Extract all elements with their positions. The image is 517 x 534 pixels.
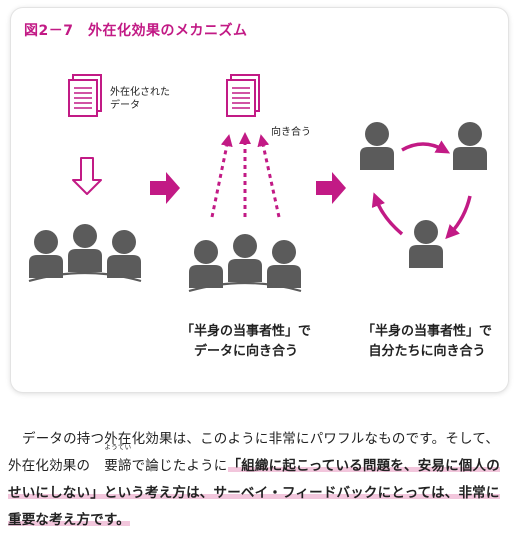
ruby-base: 要諦: [104, 458, 132, 474]
document-icon: [226, 74, 260, 117]
cycle-arrow-icon: [371, 140, 472, 240]
mechanism-diagram: [0, 74, 487, 400]
figure-card: [11, 8, 508, 392]
person-icon: [409, 220, 443, 268]
caption-right: 「半身の当事者性」で 自分たちに向き合う: [361, 324, 492, 359]
dotted-up-arrow-icon: [257, 134, 281, 218]
right-arrow-icon: [150, 172, 180, 204]
body-paragraph: データの持つ外在化効果は、このように非常にパワフルなものです。そして、外在化効果…: [8, 426, 510, 534]
person-icon: [453, 122, 487, 170]
person-group-middle: [189, 234, 301, 291]
document-label: 外在化された データ: [110, 87, 170, 111]
face-label: 向き合う: [271, 127, 311, 138]
person-group-left: [29, 224, 141, 281]
body-text-part2: で論じたように: [131, 458, 228, 474]
person-icon: [360, 122, 394, 170]
ruby-reading: ようてい: [104, 443, 132, 451]
body-text-part1: データの持つ外在化効果は、このように非常にパワフルなものです。そして、外在化効果…: [8, 431, 500, 474]
ruby-word: ようてい要諦: [90, 443, 132, 480]
right-arrow-icon: [316, 172, 346, 204]
caption-middle: 「半身の当事者性」で データに向き合う: [180, 324, 311, 359]
figure-title: 図2－7 外在化効果のメカニズム: [24, 23, 248, 39]
document-icon: [68, 74, 102, 117]
dotted-up-arrows: [210, 132, 281, 218]
down-outline-arrow-icon: [72, 157, 102, 195]
dotted-up-arrow-icon: [210, 134, 233, 218]
